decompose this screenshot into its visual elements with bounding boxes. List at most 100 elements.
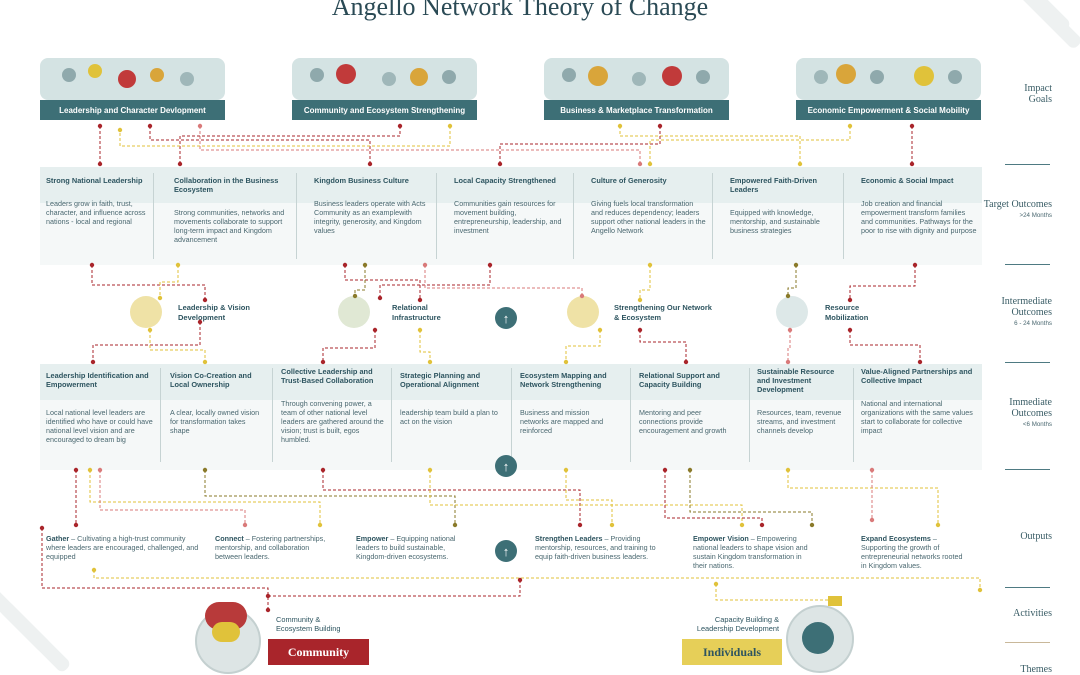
goal-label: Economic Empowerment & Social Mobility — [796, 100, 981, 120]
row-label-target-title: Target Outcomes — [983, 199, 1052, 210]
people-icon — [948, 70, 962, 84]
target-outcome-heading: Economic & Social Impact — [861, 176, 954, 185]
row-divider — [1005, 164, 1050, 165]
output-dash: – — [930, 534, 937, 543]
immediate-outcome-text: Local national level leaders are identif… — [46, 408, 153, 444]
immediate-outcome: Ecosystem Mapping and Network Strengthen… — [520, 371, 620, 435]
up-arrow-icon: ↑ — [495, 455, 517, 477]
intermediate-outcome-label: Resource Mobilization — [825, 303, 869, 322]
connector-dot — [909, 161, 915, 167]
immediate-outcome: Vision Co-Creation and Local Ownership A… — [170, 371, 266, 435]
target-outcome-heading: Kingdom Business Culture — [314, 176, 409, 185]
target-outcome-text: Job creation and financial empowerment t… — [861, 199, 977, 235]
star-icon — [88, 64, 102, 78]
goal-icon-panel — [544, 58, 729, 100]
connector-dot — [935, 522, 941, 528]
immediate-outcome-heading: Vision Co-Creation and Local Ownership — [170, 371, 252, 389]
growth-plant-icon — [836, 64, 856, 84]
connector-line — [565, 330, 601, 362]
row-label-impact-goals: Impact Goals — [1024, 83, 1052, 105]
immediate-outcome-text: Resources, team, revenue streams, and in… — [757, 408, 842, 435]
connector-dot — [739, 522, 745, 528]
decorative-stripe — [0, 600, 72, 674]
row-label-target-timeframe: >24 Months — [1019, 212, 1052, 219]
immediate-outcome-heading: Value-Aligned Partnerships and Collectiv… — [861, 367, 973, 385]
target-outcome-text: Equipped with knowledge, mentorship, and… — [730, 208, 820, 235]
connector-line — [715, 584, 830, 601]
immediate-outcome: Value-Aligned Partnerships and Collectiv… — [861, 367, 973, 435]
connector-line — [849, 265, 916, 300]
connector-line — [649, 126, 851, 164]
output-description: Providing mentorship, resources, and tra… — [535, 534, 656, 561]
target-outcome: Empowered Faith-Driven Leaders Equipped … — [730, 176, 836, 235]
connector-line — [499, 126, 661, 164]
immediate-outcome: Strategic Planning and Operational Align… — [400, 371, 500, 426]
connector-dot — [609, 522, 615, 528]
row-divider — [1005, 642, 1050, 643]
target-outcome-heading: Empowered Faith-Driven Leaders — [730, 176, 818, 194]
connector-dot — [117, 127, 123, 133]
raised-hands-icon — [118, 70, 136, 88]
connector-dot — [637, 297, 643, 303]
connector-line — [119, 126, 451, 147]
connector-dot — [367, 161, 373, 167]
connector-dot — [39, 525, 45, 531]
row-divider — [1005, 362, 1050, 363]
immediate-outcome-text: A clear, locally owned vision for transf… — [170, 408, 260, 435]
output-dash: – — [69, 534, 78, 543]
target-outcome-text: Business leaders operate with Acts Commu… — [314, 199, 426, 235]
row-label-outputs: Outputs — [1020, 531, 1052, 542]
impact-goal-card: Business & Marketplace Transformation — [544, 58, 729, 126]
connector-dot — [202, 297, 208, 303]
target-outcome: Kingdom Business Culture Business leader… — [314, 176, 430, 235]
immediate-outcome: Leadership Identification and Empowermen… — [46, 371, 156, 444]
people-icon — [62, 68, 76, 82]
column-divider — [391, 368, 392, 462]
connector-line — [89, 470, 321, 525]
output-description: Empowering national leaders to shape vis… — [693, 534, 808, 570]
up-arrow-icon: ↑ — [495, 540, 517, 562]
intermediate-outcome-label: Leadership & Vision Development — [178, 303, 250, 322]
connector-line — [664, 470, 763, 525]
connector-dot — [417, 327, 423, 333]
target-outcome: Economic & Social Impact Job creation an… — [861, 176, 979, 235]
connector-line — [424, 265, 583, 296]
connector-dot — [497, 161, 503, 167]
connector-dot — [577, 522, 583, 528]
connector-line — [429, 470, 743, 525]
storefront-icon — [662, 66, 682, 86]
connector-line — [619, 126, 801, 164]
column-divider — [296, 173, 297, 259]
goal-icon-panel — [292, 58, 477, 100]
connector-dot — [847, 327, 853, 333]
connector-dot — [372, 327, 378, 333]
connector-dot — [317, 522, 323, 528]
immediate-outcome-heading: Collective Leadership and Trust-Based Co… — [281, 367, 374, 385]
row-label-immediate-title: Immediate Outcomes — [1009, 397, 1052, 419]
output-item: Empower Vision – Empowering national lea… — [693, 534, 817, 570]
goal-icon-panel — [40, 58, 225, 100]
target-outcome-text: Communities gain resources for movement … — [454, 199, 562, 235]
community-icon — [336, 64, 356, 84]
activity-label: Capacity Building & Leadership Developme… — [696, 615, 779, 633]
connector-line — [379, 265, 491, 298]
output-name: Connect — [215, 534, 244, 543]
output-dash: – — [243, 534, 252, 543]
connector-line — [639, 330, 687, 362]
immediate-outcome-heading: Relational Support and Capacity Building — [639, 371, 720, 389]
output-name: Strengthen Leaders — [535, 534, 603, 543]
output-name: Empower Vision — [693, 534, 749, 543]
target-outcome: Collaboration in the Business Ecosystem … — [174, 176, 292, 244]
activity-label: Community & Ecosystem Building — [276, 615, 341, 633]
immediate-outcome-text: Business and mission networks are mapped… — [520, 408, 604, 435]
connector-line — [91, 265, 206, 300]
target-outcome-text: Giving fuels local transformation and re… — [591, 199, 706, 235]
connector-line — [149, 126, 371, 164]
impact-goal-card: Community and Ecosystem Strengthening — [292, 58, 477, 126]
connector-line — [199, 126, 641, 164]
connector-dot — [847, 297, 853, 303]
connector-line — [322, 330, 376, 362]
immediate-outcome-heading: Ecosystem Mapping and Network Strengthen… — [520, 371, 607, 389]
target-outcome: Culture of Generosity Giving fuels local… — [591, 176, 707, 235]
goal-label: Community and Ecosystem Strengthening — [292, 100, 477, 120]
